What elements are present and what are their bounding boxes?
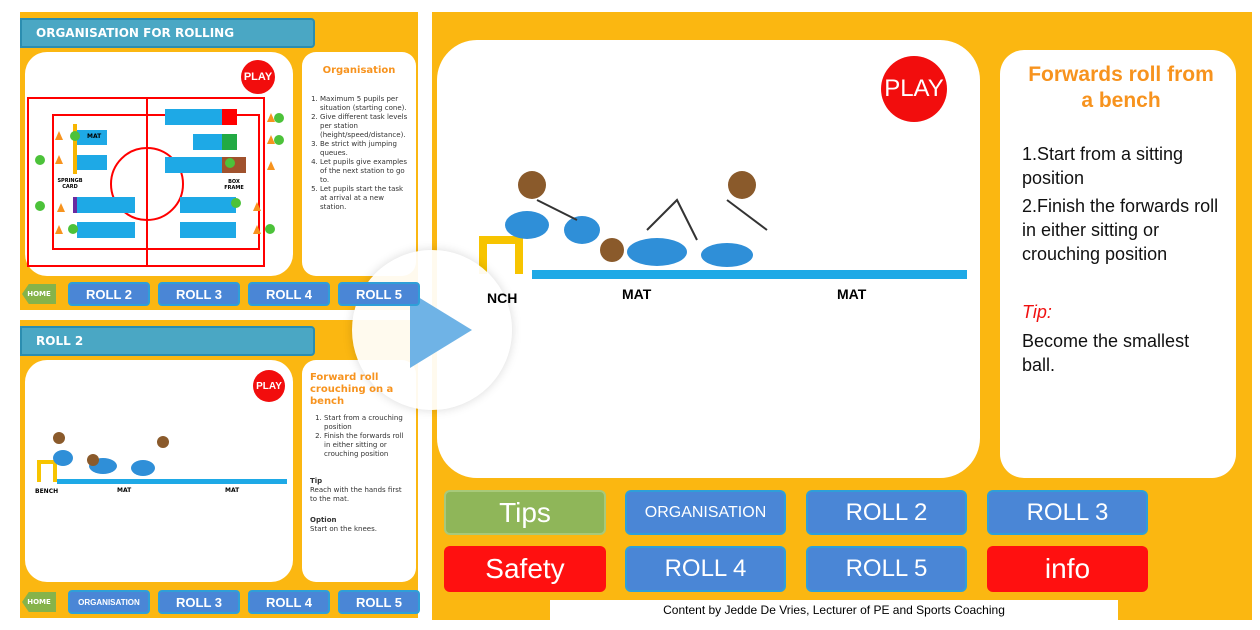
option-text: Start on the knees. bbox=[310, 525, 377, 533]
steps-list: Start from a crouching position Finish t… bbox=[310, 414, 410, 459]
play-button[interactable]: PLAY bbox=[881, 56, 947, 122]
list-item: Maximum 5 pupils per situation (starting… bbox=[320, 95, 412, 113]
info-button[interactable]: info bbox=[987, 546, 1148, 592]
illustration-panel: PLAY NCH MAT MAT bbox=[437, 40, 980, 478]
step-2: 2.Finish the forwards roll in either sit… bbox=[1022, 196, 1219, 264]
bench-icon bbox=[479, 236, 523, 274]
play-button[interactable]: PLAY bbox=[241, 60, 275, 94]
list-item: Let pupils start the task at arrival at … bbox=[320, 185, 412, 212]
rolling-figures-illustration bbox=[53, 432, 169, 476]
label-mat-1: MAT bbox=[117, 487, 132, 494]
home-button[interactable]: HOME bbox=[22, 284, 56, 304]
tip-text: Reach with the hands first to the mat. bbox=[310, 486, 402, 503]
roll-5-button[interactable]: ROLL 5 bbox=[806, 546, 967, 592]
label-bench: NCH bbox=[487, 290, 518, 306]
label-mat-1: MAT bbox=[622, 286, 652, 302]
roll-2-button[interactable]: ROLL 2 bbox=[806, 490, 967, 535]
video-play-button[interactable] bbox=[352, 250, 512, 410]
nav-organisation[interactable]: ORGANISATION bbox=[68, 590, 150, 614]
panel-title: Organisation bbox=[322, 65, 396, 76]
tip-text: Become the smallest ball. bbox=[1022, 331, 1190, 375]
label-mat-2: MAT bbox=[225, 487, 240, 494]
list-item: Be strict with jumping queues. bbox=[320, 140, 412, 158]
bench-icon bbox=[37, 460, 57, 482]
organisation-button[interactable]: ORGANISATION bbox=[625, 490, 786, 535]
list-item: Start from a crouching position bbox=[324, 414, 410, 432]
panel-title: Forward roll crouching on a bench bbox=[310, 372, 394, 407]
tip-label: Tip bbox=[310, 477, 323, 485]
list-item: Finish the forwards roll in either sitti… bbox=[324, 432, 410, 459]
mat bbox=[532, 270, 967, 279]
list-item: Let pupils give examples of the next sta… bbox=[320, 158, 412, 185]
mat bbox=[57, 479, 287, 484]
label-mat-2: MAT bbox=[837, 286, 867, 302]
nav-roll-4[interactable]: ROLL 4 bbox=[248, 590, 330, 614]
slide-roll-2[interactable]: ROLL 2 PLAY BENCH MAT MAT Forward roll c… bbox=[20, 320, 420, 618]
list-item: Give different task levels per station (… bbox=[320, 113, 412, 140]
nav-roll-3[interactable]: ROLL 3 bbox=[158, 282, 240, 306]
label-bench: BENCH bbox=[35, 488, 59, 495]
gym-layout-diagram bbox=[27, 97, 284, 267]
safety-button[interactable]: Safety bbox=[444, 546, 606, 592]
rolling-figures-illustration bbox=[505, 171, 768, 267]
slide-title: ROLL 2 bbox=[20, 326, 315, 356]
nav-roll-5[interactable]: ROLL 5 bbox=[338, 590, 420, 614]
illustration-panel: PLAY BENCH MAT MAT bbox=[25, 360, 293, 582]
text-panel: Organisation Maximum 5 pupils per situat… bbox=[302, 52, 416, 276]
option-label: Option bbox=[310, 516, 337, 524]
roll-4-button[interactable]: ROLL 4 bbox=[625, 546, 786, 592]
organisation-list: Maximum 5 pupils per situation (starting… bbox=[306, 95, 412, 212]
play-button[interactable]: PLAY bbox=[253, 370, 285, 402]
tip-label: Tip: bbox=[1022, 302, 1052, 322]
text-panel: Forwards roll from a bench 1.Start from … bbox=[1000, 50, 1236, 478]
panel-title: Forwards roll from a bench bbox=[1028, 63, 1214, 112]
label-box-frame: BOX FRAME bbox=[224, 179, 244, 191]
play-icon bbox=[410, 292, 472, 368]
home-button[interactable]: HOME bbox=[22, 592, 56, 612]
slide-organisation[interactable]: ORGANISATION FOR ROLLING PLAY MAT SPRING… bbox=[20, 12, 420, 310]
slide-title: ORGANISATION FOR ROLLING bbox=[20, 18, 315, 48]
nav-roll-4[interactable]: ROLL 4 bbox=[248, 282, 330, 306]
tips-button[interactable]: Tips bbox=[444, 490, 606, 535]
slide-forwards-roll[interactable]: PLAY NCH MAT MAT Forwards roll from a be… bbox=[432, 12, 1252, 620]
footer-credit: Content by Jedde De Vries, Lecturer of P… bbox=[550, 600, 1118, 620]
diagram-panel: PLAY MAT SPRINGB CARD BOX FRAME bbox=[25, 52, 293, 276]
step-1: 1.Start from a sitting position bbox=[1022, 144, 1184, 188]
nav-roll-2[interactable]: ROLL 2 bbox=[68, 282, 150, 306]
roll-3-button[interactable]: ROLL 3 bbox=[987, 490, 1148, 535]
label-mat: MAT bbox=[87, 133, 102, 140]
text-panel: Forward roll crouching on a bench Start … bbox=[302, 360, 416, 582]
nav-roll-3[interactable]: ROLL 3 bbox=[158, 590, 240, 614]
label-springboard: SPRINGB CARD bbox=[57, 178, 83, 190]
nav-roll-5[interactable]: ROLL 5 bbox=[338, 282, 420, 306]
